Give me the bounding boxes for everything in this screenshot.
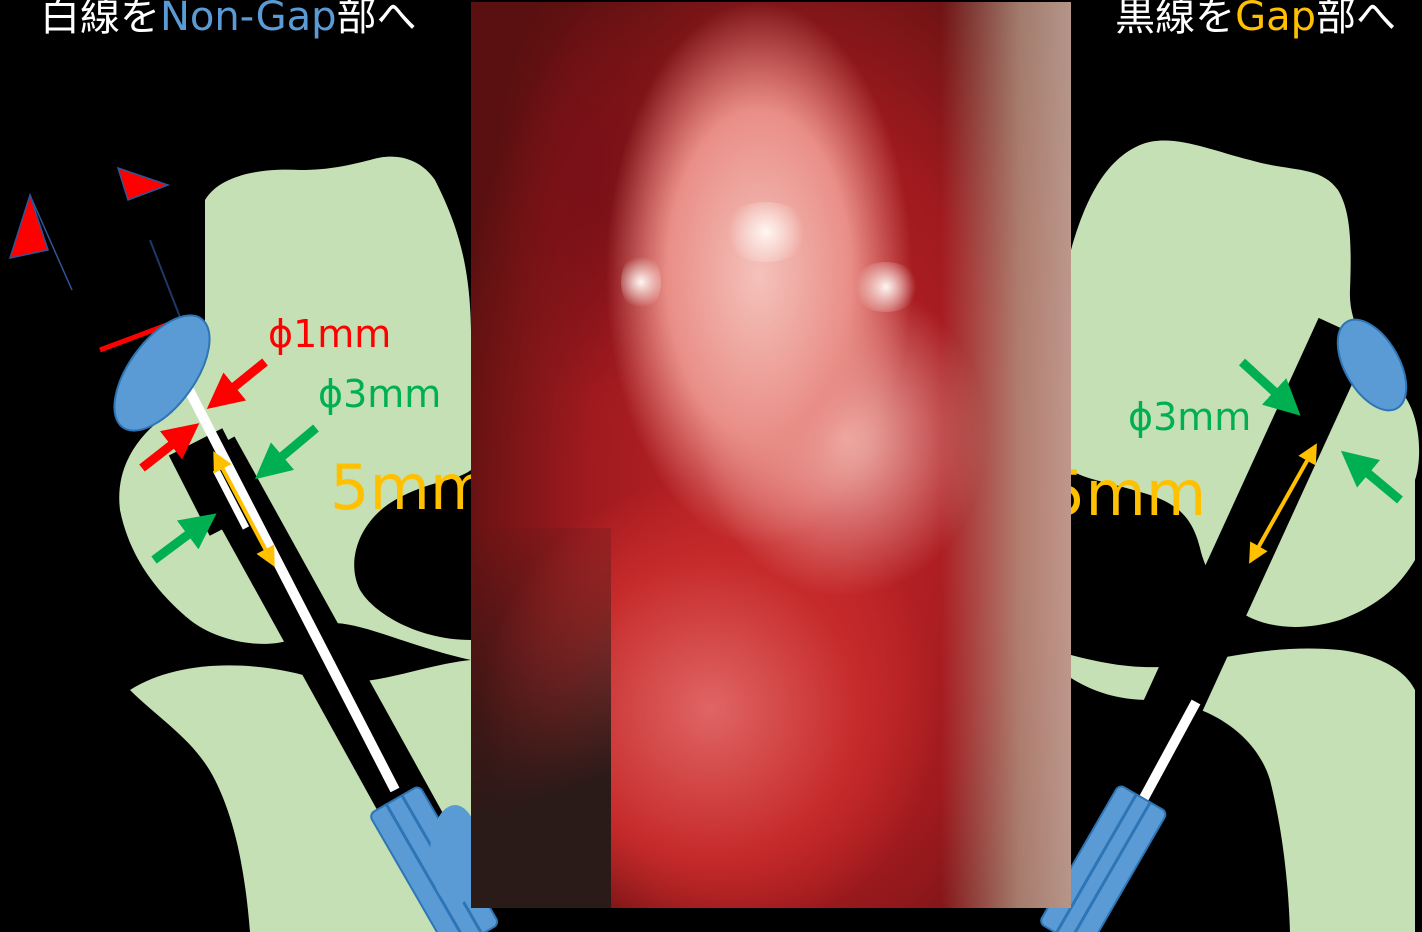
caption-right: 黒線をGap部へ — [1115, 0, 1396, 42]
caption-right-suffix: 部へ — [1316, 0, 1396, 40]
surgical-photo — [471, 2, 1071, 908]
photo-glare-2 — [851, 262, 921, 312]
caption-right-highlight: Gap — [1235, 0, 1316, 40]
photo-glare-3 — [621, 252, 661, 312]
label-phi1mm: ϕ1mm — [268, 312, 391, 356]
photo-shadow — [471, 528, 611, 908]
caption-left-highlight: Non-Gap — [160, 0, 337, 40]
caption-right-prefix: 黒線を — [1115, 0, 1235, 40]
caption-left-suffix: 部へ — [337, 0, 417, 40]
left-red-flag-2 — [118, 168, 168, 200]
caption-left: 白線をNon-Gap部へ — [40, 0, 417, 42]
label-phi3mm-left: ϕ3mm — [318, 372, 441, 416]
photo-glare-1 — [721, 202, 811, 262]
left-red-flag-1 — [10, 195, 48, 258]
photo-hair — [941, 2, 1071, 908]
caption-left-prefix: 白線を — [40, 0, 160, 40]
label-phi3mm-right: ϕ3mm — [1128, 395, 1251, 439]
label-5mm-left: 5mm — [330, 451, 490, 524]
